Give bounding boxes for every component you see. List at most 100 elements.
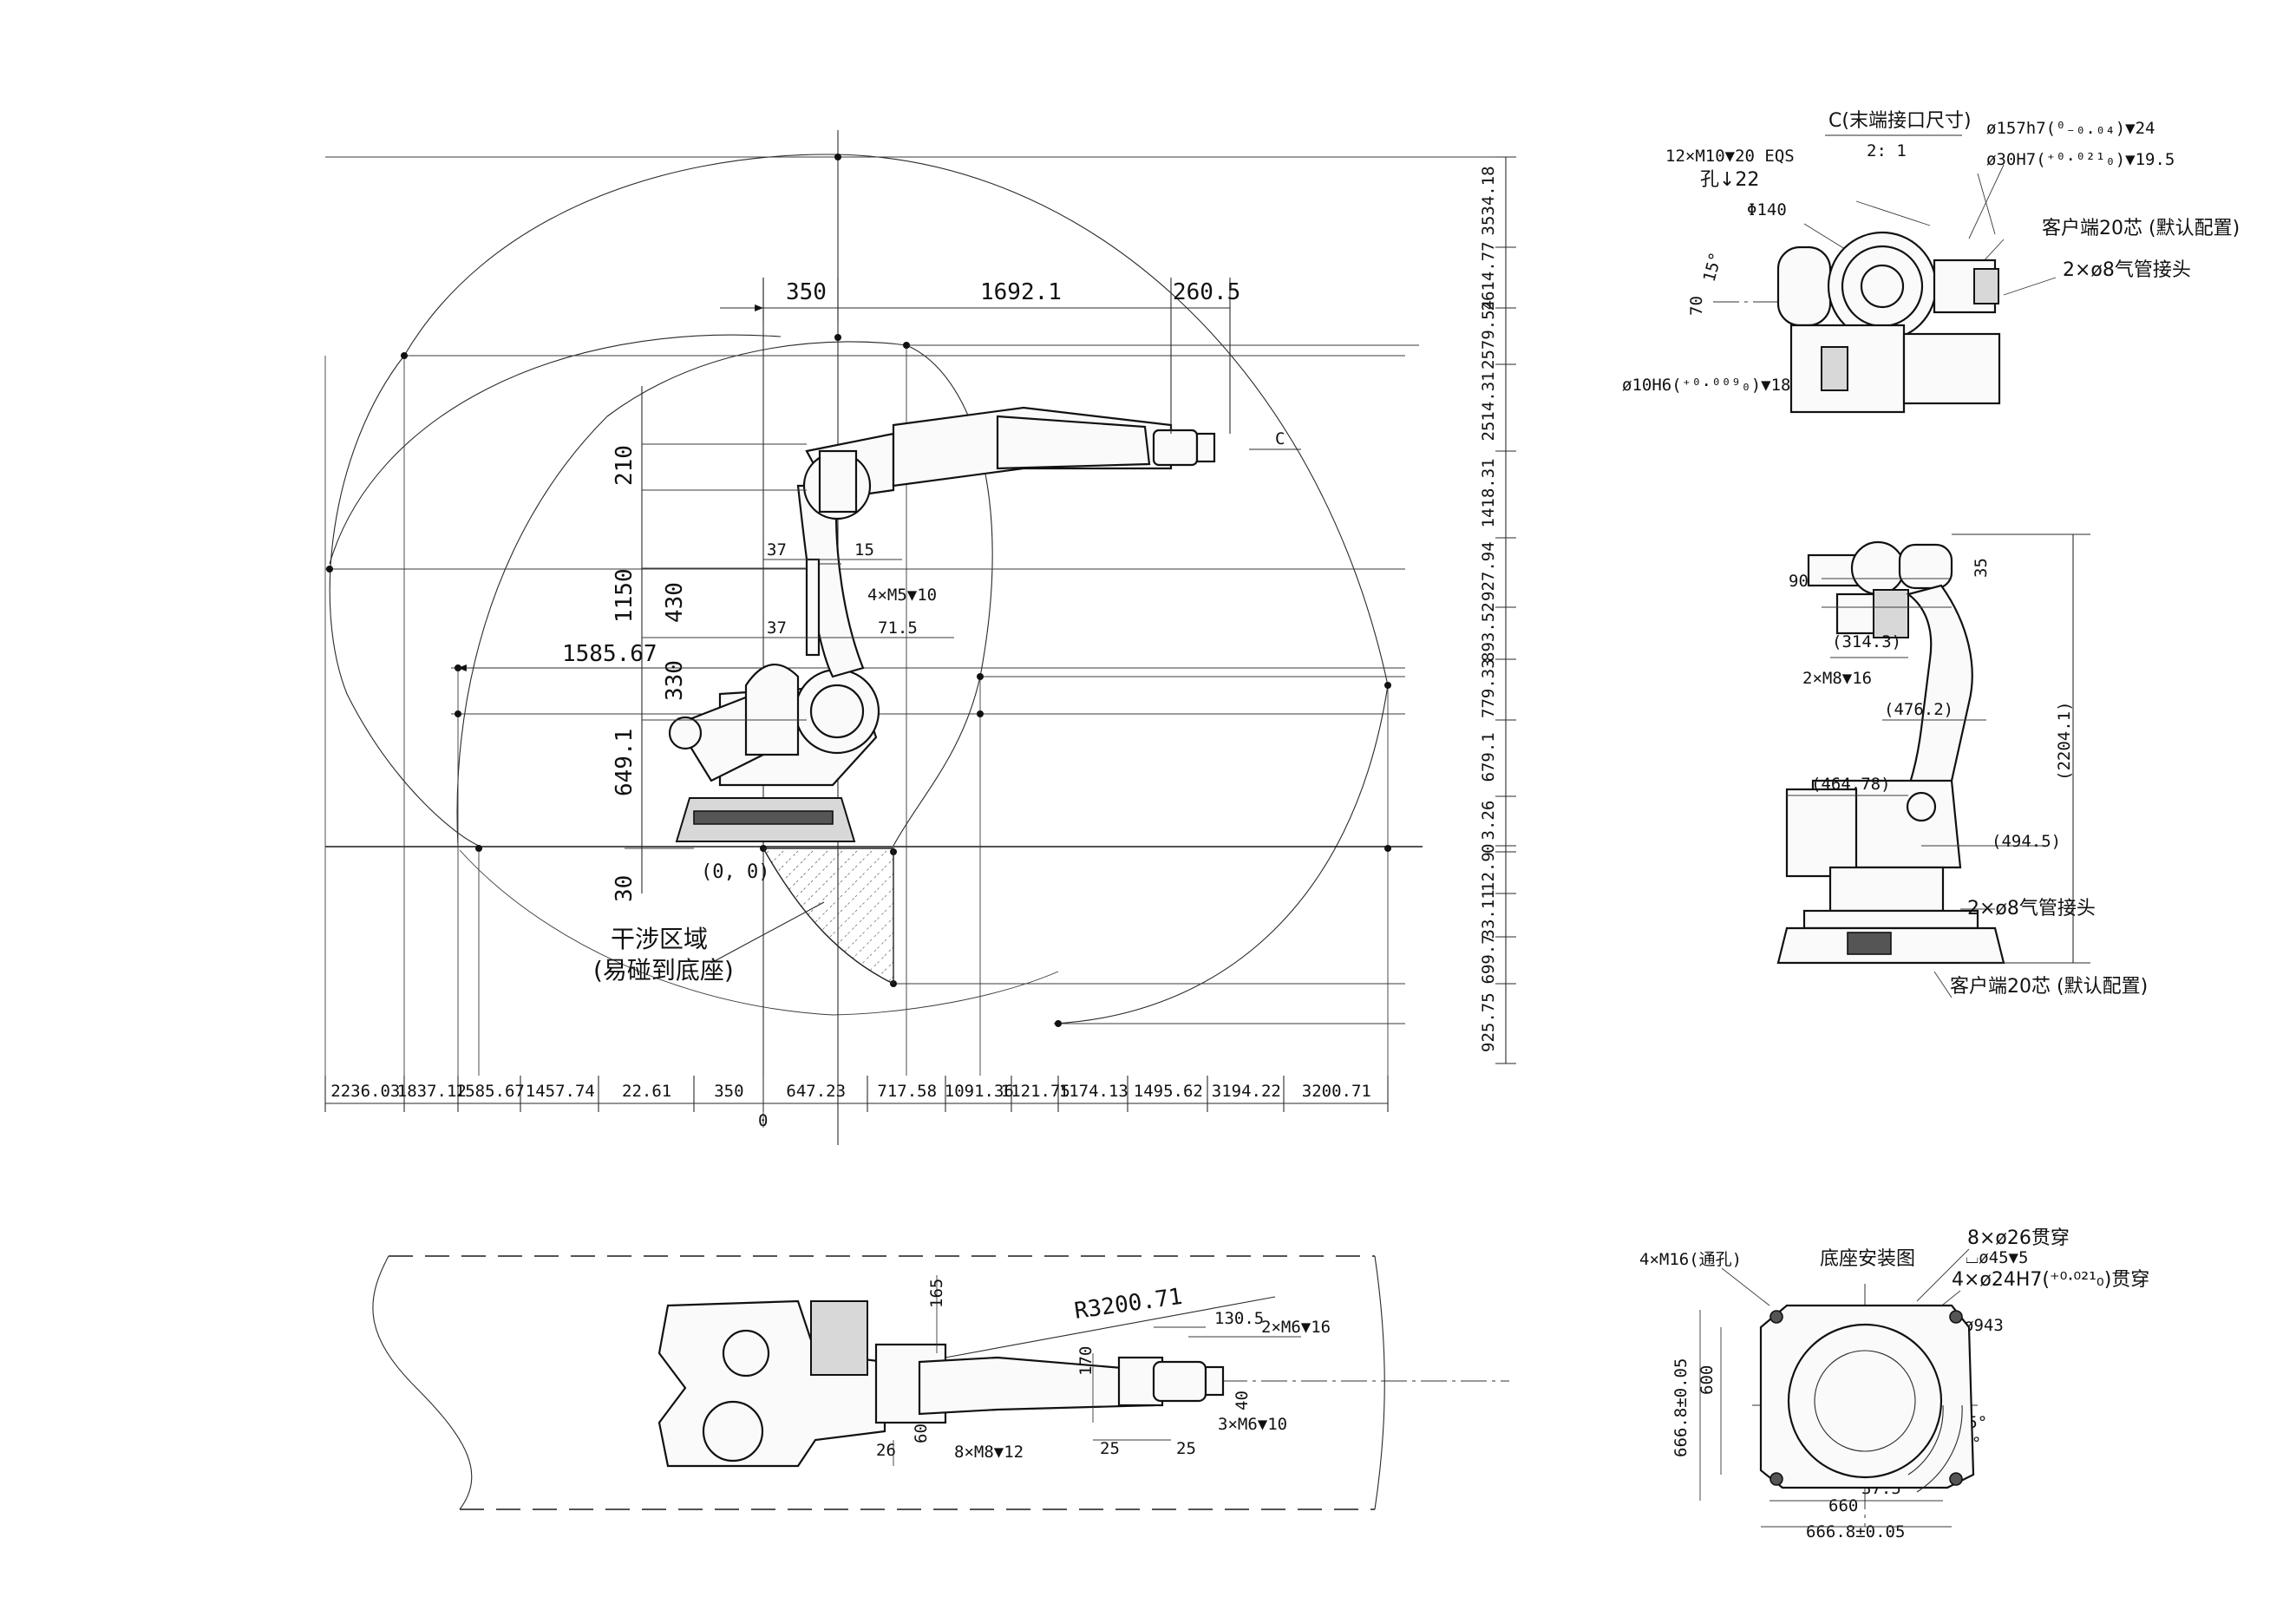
- end-view-c: C(末端接口尺寸) 2: 1 12×M10▼20 EQS 孔↓22 ø157h7…: [1622, 110, 2240, 414]
- end-phi-140: Φ140: [1747, 200, 1787, 219]
- dim-reach-1585: 1585.67: [562, 641, 657, 667]
- rear-view-silhouette: [1776, 540, 2005, 965]
- right-dim-label: 2514.31: [1479, 371, 1498, 441]
- right-dim-label: 12.9: [1479, 852, 1498, 892]
- bottom-dim-label: 1091.36: [945, 1082, 1014, 1101]
- dim-37-lower: 37: [767, 618, 787, 638]
- end-holes-12xm10: 12×M10▼20 EQS: [1665, 147, 1795, 166]
- rear-dim-494: (494.5): [1992, 832, 2061, 851]
- dim-330: 330: [662, 660, 688, 701]
- end-customer-connector: 客户端20芯 (默认配置): [2042, 218, 2240, 239]
- right-dim-label: 1418.31: [1479, 458, 1498, 527]
- holes-4xm5: 4×M5▼10: [867, 586, 937, 605]
- end-dia-10: ø10H6(⁺⁰·⁰⁰⁹₀)▼18: [1622, 376, 1790, 395]
- robot-side-silhouette: [668, 406, 1216, 842]
- top-dim-165: 165: [927, 1279, 946, 1308]
- dim-37-upper: 37: [767, 540, 787, 560]
- top-dim-25-left: 25: [1100, 1439, 1120, 1458]
- rear-dim-35: 35: [1972, 558, 1991, 578]
- rear-dim-476: (476.2): [1884, 700, 1953, 719]
- bottom-dim-label: 3194.22: [1212, 1082, 1281, 1101]
- right-dim-label: 779.33: [1479, 658, 1498, 718]
- end-view-scale: 2: 1: [1867, 141, 1907, 160]
- bottom-dim-label: 22.61: [622, 1082, 671, 1101]
- interference-label-1: 干涉区域: [611, 925, 708, 953]
- mid-envelope: [329, 334, 782, 565]
- top-holes-2xm6: 2×M6▼16: [1261, 1318, 1331, 1337]
- bottom-dim-label: 1174.13: [1059, 1082, 1128, 1101]
- base-thru-26: 8×ø26贯穿: [1967, 1227, 2070, 1249]
- interference-zone: [762, 847, 894, 985]
- right-dim-label: 679.1: [1479, 732, 1498, 782]
- right-dim-label: 2614.77: [1479, 241, 1498, 311]
- top-dim-170: 170: [1076, 1346, 1096, 1376]
- base-dim-660: 660: [1828, 1496, 1858, 1515]
- end-view-title: C(末端接口尺寸): [1828, 110, 1972, 132]
- rear-view: 90 35 (314.3) 2×M8▼16 (476.2) (2204.1) (…: [1776, 533, 2148, 998]
- top-dim-25-right: 25: [1176, 1439, 1196, 1458]
- base-dia-943: ø943: [1964, 1316, 2004, 1335]
- top-holes-8xm8: 8×M8▼12: [954, 1443, 1024, 1462]
- top-dim-60: 60: [912, 1423, 931, 1443]
- bottom-dim-label: 647.23: [786, 1082, 846, 1101]
- end-view-silhouette: [1776, 231, 2001, 414]
- right-dim-label: 33.11: [1479, 889, 1498, 939]
- side-view: 350 1692.1 260.5 C 210 1150 430 330 649.…: [324, 130, 1516, 1145]
- right-dim-label: 2579.54: [1479, 300, 1498, 370]
- top-view: R3200.71 165 130.5 2×M6▼16 170 40 60 26 …: [372, 1255, 1509, 1510]
- bottom-dim-label: 350: [714, 1082, 743, 1101]
- end-dia-157: ø157h7(⁰₋₀.₀₄)▼24: [1986, 119, 2155, 138]
- right-dim-label: 927.94: [1479, 541, 1498, 601]
- base-dim-600: 600: [1697, 1365, 1717, 1395]
- base-view: 底座安装图 4×M16(通孔) 8×ø26贯穿 ⌴ø45▼5 4×ø24H7(⁺…: [1639, 1227, 2149, 1541]
- rear-air-fitting: 2×ø8气管接头: [1967, 898, 2096, 919]
- right-dim-label: 3534.18: [1479, 166, 1498, 235]
- end-air-fitting: 2×ø8气管接头: [2063, 259, 2191, 281]
- bottom-dim-label: 1585.67: [455, 1082, 525, 1101]
- top-dimension-chain: 350 1692.1 260.5: [720, 278, 1240, 434]
- rear-dim-2204: (2204.1): [2055, 701, 2074, 781]
- bottom-dim-label: 1495.62: [1134, 1082, 1203, 1101]
- dim-210: 210: [612, 445, 638, 486]
- outer-envelope-left: [329, 355, 480, 847]
- right-dim-label: 925.75: [1479, 992, 1498, 1052]
- right-dim-label: 893.52: [1479, 602, 1498, 662]
- bottom-dim-label: 717.58: [877, 1082, 937, 1101]
- base-dim-666-h: 666.8±0.05: [1806, 1522, 1905, 1541]
- end-hole-depth: 孔↓22: [1700, 169, 1759, 191]
- origin-label: (0, 0): [701, 861, 769, 883]
- rear-dim-464: (464.78): [1811, 775, 1891, 794]
- bottom-dim-label: 1837.12: [397, 1082, 467, 1101]
- bottom-dim-label: 3200.71: [1302, 1082, 1371, 1101]
- rear-dim-314: (314.3): [1832, 632, 1901, 651]
- rear-dim-90: 90: [1789, 572, 1809, 591]
- end-dim-70: 70: [1687, 296, 1706, 316]
- bottom-dim-label: 2236.03: [330, 1082, 400, 1101]
- inner-envelope-arc: [456, 341, 993, 847]
- top-dim-40: 40: [1233, 1391, 1252, 1410]
- dim-260: 260.5: [1173, 279, 1240, 305]
- top-dim-26: 26: [876, 1441, 896, 1460]
- base-plate-silhouette: [1759, 1304, 1975, 1493]
- top-holes-3xm6: 3×M6▼10: [1218, 1415, 1287, 1434]
- rear-holes-2xm8: 2×M8▼16: [1802, 669, 1872, 688]
- base-counterbore: ⌴ø45▼5: [1966, 1248, 2028, 1267]
- top-view-silhouette: [657, 1299, 1225, 1468]
- top-dim-130: 130.5: [1214, 1309, 1264, 1328]
- end-dia-30: ø30H7(⁺⁰·⁰²¹₀)▼19.5: [1986, 150, 2175, 169]
- interference-label-2: (易碰到底座): [593, 956, 734, 985]
- dim-71-5: 71.5: [878, 618, 918, 638]
- dim-350: 350: [786, 279, 827, 305]
- bottom-dim-label: 1121.75: [1001, 1082, 1070, 1101]
- right-dim-label: 0: [1479, 844, 1498, 854]
- end-angle-15: 15°: [1700, 250, 1726, 284]
- view-c-marker: C: [1275, 429, 1285, 448]
- dim-1692: 1692.1: [980, 279, 1062, 305]
- right-dim-label: 699.7: [1479, 934, 1498, 984]
- dim-430: 430: [662, 582, 688, 623]
- dim-15: 15: [854, 540, 874, 560]
- base-dim-666-v: 666.8±0.05: [1671, 1358, 1691, 1457]
- rear-customer-connector: 客户端20芯 (默认配置): [1950, 976, 2148, 998]
